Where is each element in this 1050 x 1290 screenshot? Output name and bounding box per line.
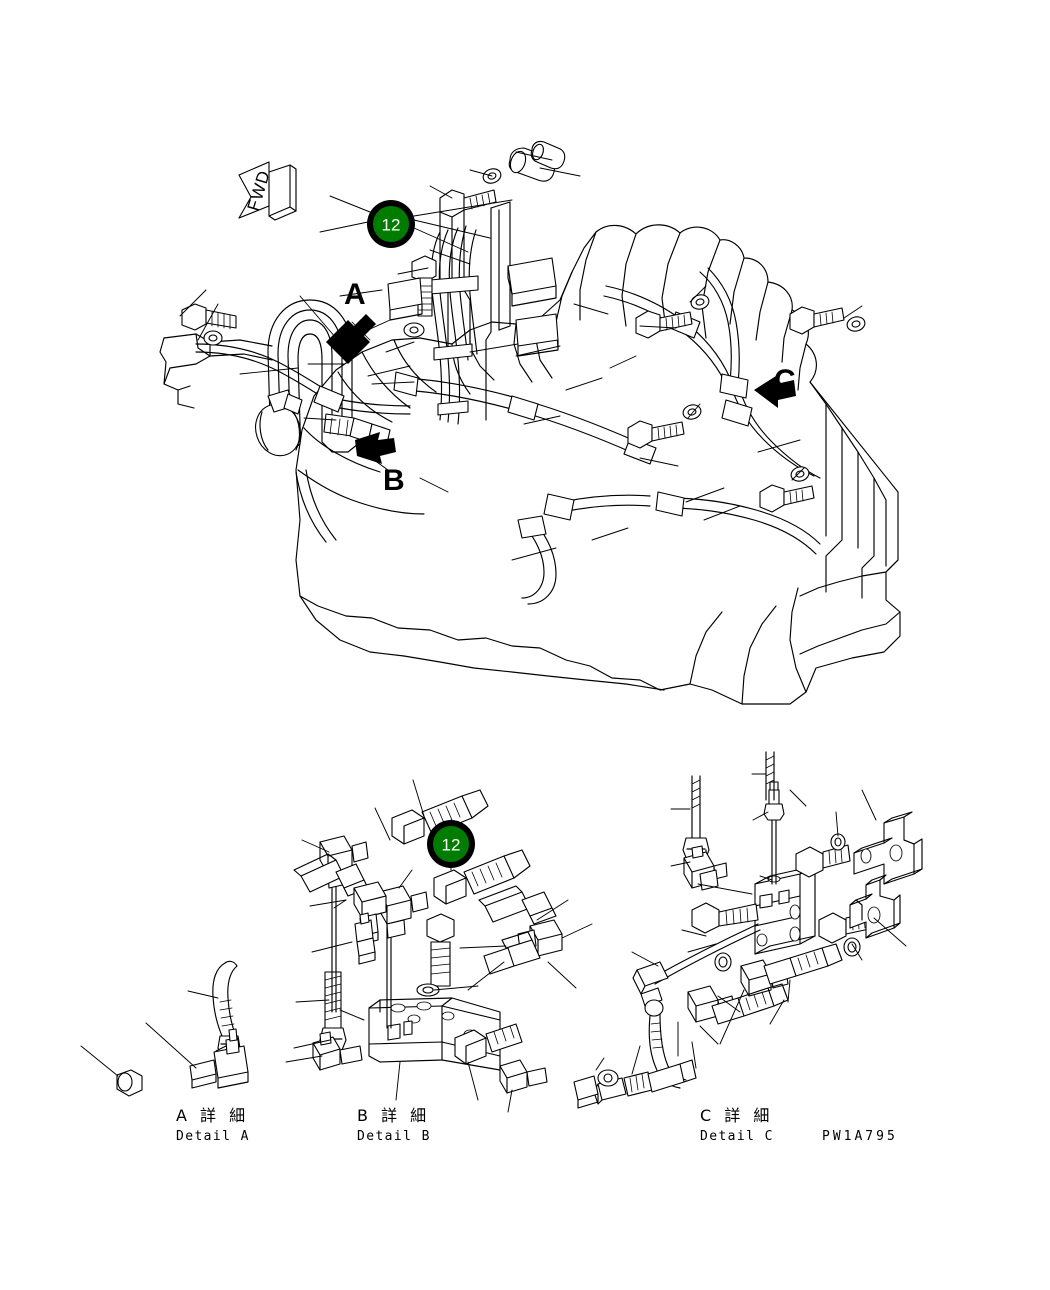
callout-detail-b[interactable]: 12	[427, 820, 475, 868]
lower-left-pipe	[295, 469, 337, 543]
detail-b-caption: B 詳 細 Detail B	[357, 1106, 431, 1144]
washer	[843, 937, 861, 957]
mounting-bracket	[853, 811, 923, 885]
bolt	[439, 189, 497, 218]
bolt	[759, 484, 815, 513]
detail-c-caption-jp: C 詳 細	[700, 1106, 773, 1125]
section-a-label: A	[344, 278, 366, 311]
left-cylinder-part	[255, 403, 301, 457]
hose-end-fitting	[433, 849, 531, 905]
housing-outline	[295, 224, 901, 705]
detail-c-caption: C 詳 細 Detail C	[700, 1106, 774, 1144]
elbow-fitting	[189, 1028, 249, 1089]
detail-a-caption-en: Detail A	[176, 1129, 250, 1144]
section-b-label: B	[383, 464, 405, 497]
section-c-arrow	[754, 376, 796, 408]
nut	[116, 1069, 143, 1097]
detail-c-view	[573, 751, 923, 1109]
leader-lines-detail-c	[595, 773, 907, 1075]
washer	[790, 466, 810, 482]
detail-a-view	[80, 960, 249, 1097]
junction-block	[387, 277, 423, 321]
detail-c-caption-en: Detail C	[700, 1129, 774, 1144]
washer	[846, 316, 866, 332]
junction-block	[515, 313, 559, 357]
right-piping	[543, 267, 821, 555]
elbow-fitting	[499, 1059, 548, 1094]
elbow-fitting	[267, 389, 303, 415]
washer	[714, 952, 732, 972]
bolt-hex	[691, 902, 759, 934]
hose-lower-run	[573, 1059, 697, 1109]
bolt	[627, 420, 685, 449]
hose-end-fitting	[763, 943, 843, 985]
callout-main[interactable]: 12	[367, 200, 415, 248]
elbow-fitting	[312, 1031, 363, 1071]
section-b-arrow	[355, 432, 396, 464]
detail-b-caption-en: Detail B	[357, 1129, 431, 1144]
hose-end-fitting	[454, 1023, 523, 1065]
drawing-code: PW1A795	[822, 1129, 898, 1144]
hose-end-fitting	[391, 789, 489, 845]
valve-block	[754, 865, 816, 955]
detail-b-caption-jp: B 詳 細	[357, 1106, 430, 1125]
callout-detail-b-number: 12	[442, 836, 461, 855]
leader-lines-detail-a	[80, 990, 219, 1077]
callout-main-number: 12	[382, 216, 401, 235]
junction-block	[507, 257, 557, 307]
washer	[203, 330, 223, 346]
section-a-arrow	[326, 314, 376, 364]
mounting-bracket	[849, 874, 901, 939]
section-marker-c: C	[754, 364, 796, 408]
bolt	[181, 303, 237, 331]
detail-a-caption: A 詳 細 Detail A	[176, 1106, 250, 1144]
stud-rod	[763, 781, 785, 885]
hose-bundle-center	[429, 225, 479, 425]
straight-fitting	[483, 931, 541, 975]
main-assembly-view	[159, 140, 901, 705]
sleeve-bushing	[530, 140, 566, 170]
detail-b-view	[285, 779, 593, 1113]
bolt-hex	[426, 913, 455, 987]
fwd-plate: FWD	[238, 161, 297, 221]
left-bracket	[159, 333, 273, 409]
hose-end-fitting	[293, 853, 369, 897]
section-marker-a: A	[326, 278, 376, 364]
washer	[403, 322, 425, 338]
connector-union	[354, 912, 376, 965]
detail-a-caption-jp: A 詳 細	[176, 1106, 249, 1125]
bolt-hex	[795, 844, 851, 878]
lower-center-hose	[517, 515, 557, 605]
section-marker-b: B	[355, 432, 405, 497]
bolt	[789, 306, 845, 335]
hose-end-fitting	[478, 885, 557, 925]
washer	[690, 294, 710, 310]
bolt-long	[765, 751, 775, 801]
hose-end-fitting	[711, 983, 789, 1025]
